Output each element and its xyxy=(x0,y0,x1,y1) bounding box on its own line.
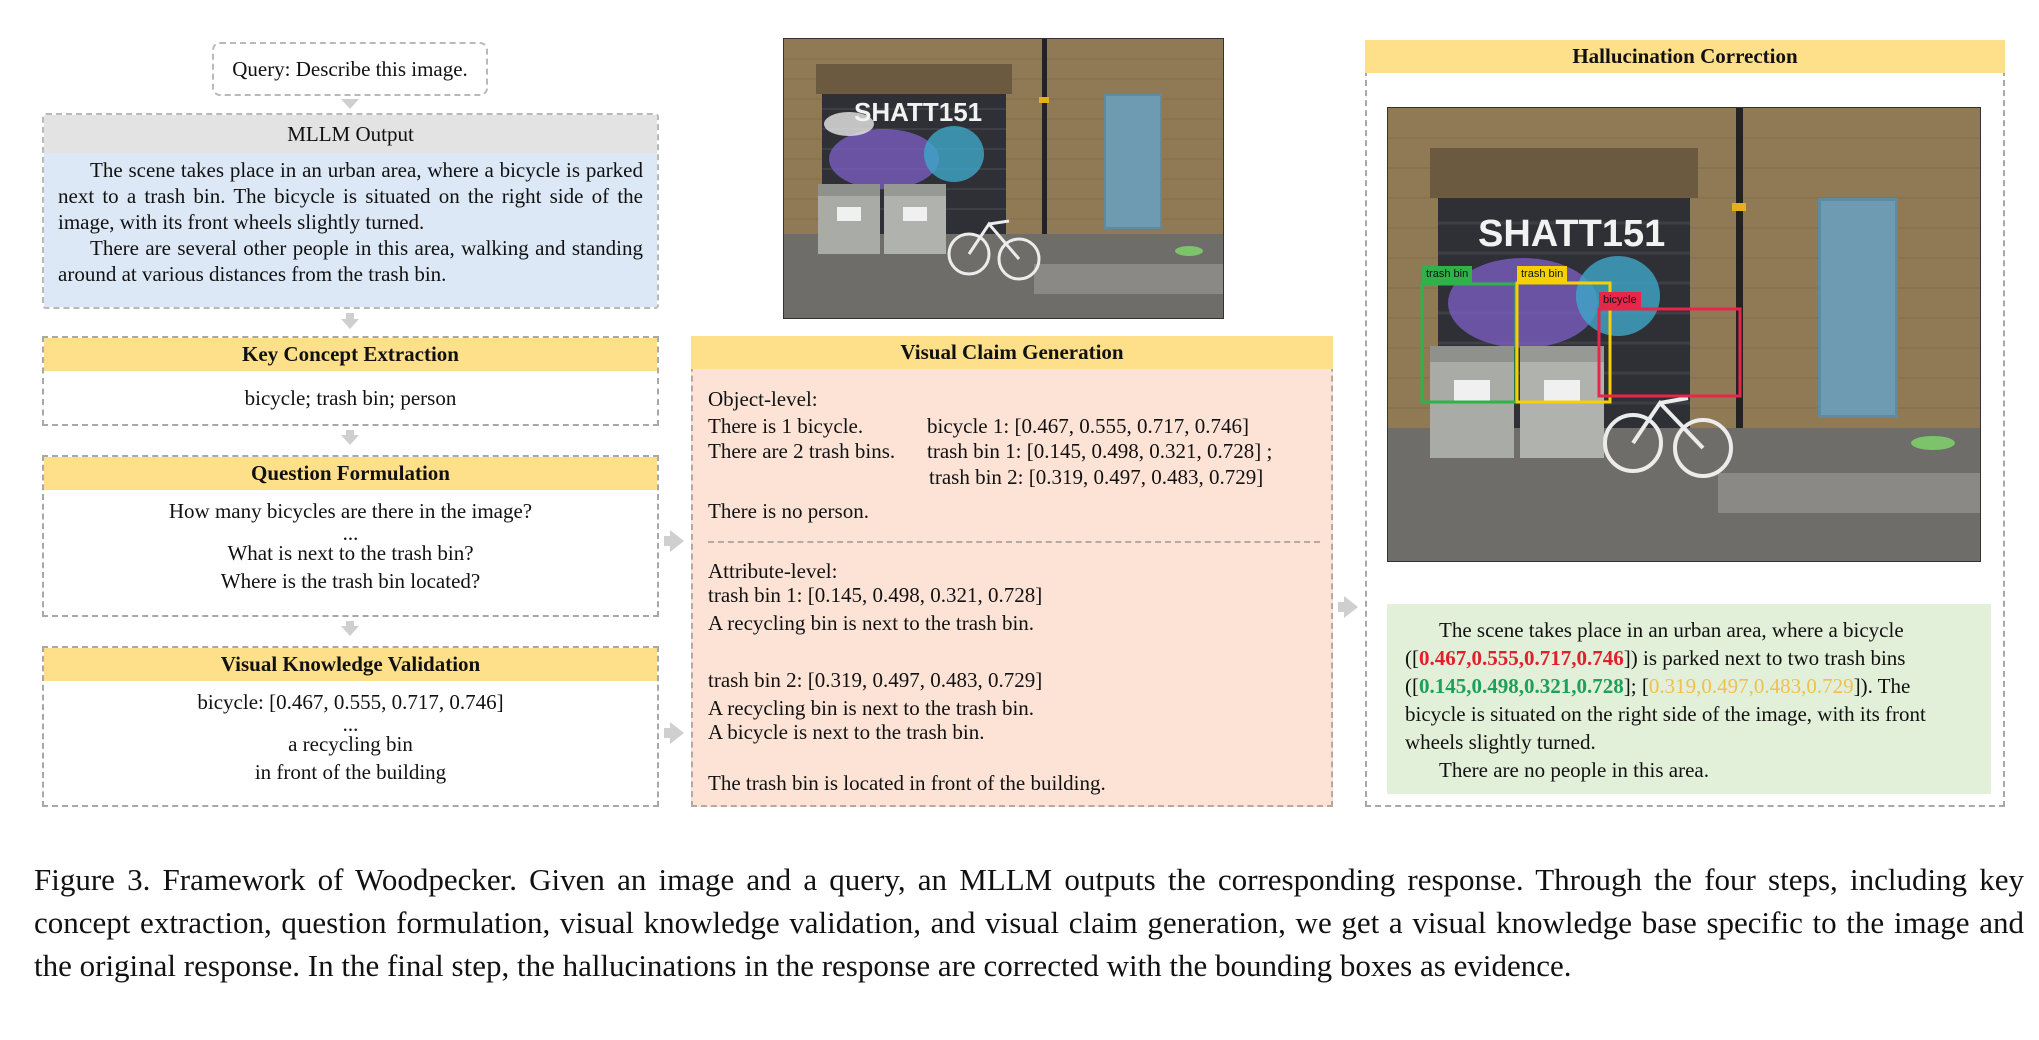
visual-claim-header: Visual Claim Generation xyxy=(691,336,1333,369)
visual-claim-box: Visual Claim Generation Object-level: Th… xyxy=(691,336,1333,807)
corrected-line-5: wheels slightly turned. xyxy=(1405,730,1596,754)
attribute-box-1: trash bin 1: [0.145, 0.498, 0.321, 0.728… xyxy=(708,583,1043,607)
arrow-down-icon xyxy=(341,313,359,329)
mllm-output-title: MLLM Output xyxy=(287,122,414,146)
object-claim-1: There is 1 bicycle. xyxy=(708,414,864,438)
box-label-trash-bin-1: trash bin xyxy=(1422,266,1473,283)
hallucination-correction-box: Hallucination Correction SHATT151 xyxy=(1365,40,2005,807)
arrow-right-icon xyxy=(664,722,684,744)
mllm-paragraph-1: The scene takes place in an urban area, … xyxy=(58,158,643,234)
mllm-paragraph-2: There are several other people in this a… xyxy=(58,236,643,286)
question-ellipsis: ... xyxy=(342,521,359,545)
corrected-street-photo: SHATT151 trash bin trash bin bicycle xyxy=(1387,107,1981,562)
trash-bin-2-coords: 0.319,0.497,0.483,0.729 xyxy=(1648,674,1854,698)
corrected-photo-illustration: SHATT151 xyxy=(1388,108,1980,561)
validation-line-4: in front of the building xyxy=(254,760,447,784)
figure-caption: Figure 3. Framework of Woodpecker. Given… xyxy=(34,862,2024,983)
svg-text:SHATT151: SHATT151 xyxy=(854,97,982,127)
question-line-4: Where is the trash bin located? xyxy=(220,569,481,593)
key-concept-box: Key Concept Extraction bicycle; trash bi… xyxy=(42,336,659,426)
bicycle-box-coords: 0.467,0.555,0.717,0.746 xyxy=(1419,646,1624,670)
attribute-claim-3: A bicycle is next to the trash bin. xyxy=(708,720,985,744)
claim-divider xyxy=(708,541,1320,543)
svg-text:SHATT151: SHATT151 xyxy=(1478,213,1665,255)
box-label-trash-bin-2: trash bin xyxy=(1517,266,1568,283)
visual-validation-header: Visual Knowledge Validation xyxy=(44,648,657,681)
arrow-down-icon xyxy=(341,99,359,109)
object-claim-2: There are 2 trash bins. xyxy=(708,439,896,463)
input-street-photo: SHATT151 xyxy=(783,38,1224,319)
validation-line-3: a recycling bin xyxy=(288,732,413,756)
attribute-claim-1: A recycling bin is next to the trash bin… xyxy=(708,611,1035,635)
question-line-3: What is next to the trash bin? xyxy=(227,541,474,565)
question-formulation-box: Question Formulation How many bicycles a… xyxy=(42,455,659,617)
box-label-bicycle: bicycle xyxy=(1599,292,1641,309)
object-box-2: trash bin 1: [0.145, 0.498, 0.321, 0.728… xyxy=(927,439,1273,463)
object-level-label: Object-level: xyxy=(708,387,818,411)
corrected-line-3: ([0.145,0.498,0.321,0.728]; [0.319,0.497… xyxy=(1405,674,1911,698)
arrow-right-icon xyxy=(1338,596,1358,618)
mllm-output-box: MLLM Output The scene takes place in an … xyxy=(42,113,659,309)
arrow-right-icon xyxy=(664,530,684,552)
attribute-claim-4: The trash bin is located in front of the… xyxy=(708,771,1106,795)
arrow-down-icon xyxy=(341,430,359,445)
mllm-output-body: The scene takes place in an urban area, … xyxy=(44,153,657,307)
key-concept-text: bicycle; trash bin; person xyxy=(244,386,457,410)
object-box-3: trash bin 2: [0.319, 0.497, 0.483, 0.729… xyxy=(929,465,1264,489)
query-box: Query: Describe this image. xyxy=(212,42,488,96)
arrow-down-icon xyxy=(341,621,359,636)
object-claim-4: There is no person. xyxy=(708,499,869,523)
object-box-1: bicycle 1: [0.467, 0.555, 0.717, 0.746] xyxy=(927,414,1249,438)
trash-bin-1-coords: 0.145,0.498,0.321,0.728 xyxy=(1419,674,1624,698)
corrected-line-2: ([0.467,0.555,0.717,0.746]) is parked ne… xyxy=(1405,646,1906,670)
query-text: Query: Describe this image. xyxy=(232,57,468,81)
mllm-output-header: MLLM Output xyxy=(44,115,657,153)
visual-validation-box: Visual Knowledge Validation bicycle: [0.… xyxy=(42,646,659,807)
key-concept-header: Key Concept Extraction xyxy=(44,338,657,371)
corrected-line-1: The scene takes place in an urban area, … xyxy=(1439,618,1904,642)
street-photo-illustration: SHATT151 xyxy=(784,39,1223,318)
hallucination-correction-header: Hallucination Correction xyxy=(1365,40,2005,73)
question-line-1: How many bicycles are there in the image… xyxy=(168,499,533,523)
corrected-response: The scene takes place in an urban area, … xyxy=(1387,604,1991,794)
attribute-claim-2: A recycling bin is next to the trash bin… xyxy=(708,696,1035,720)
validation-ellipsis: ... xyxy=(342,712,359,736)
corrected-line-4: bicycle is situated on the right side of… xyxy=(1405,702,1926,726)
question-formulation-header: Question Formulation xyxy=(44,457,657,490)
attribute-level-label: Attribute-level: xyxy=(708,559,838,583)
attribute-box-2: trash bin 2: [0.319, 0.497, 0.483, 0.729… xyxy=(708,668,1043,692)
corrected-line-6: There are no people in this area. xyxy=(1439,758,1709,782)
validation-line-1: bicycle: [0.467, 0.555, 0.717, 0.746] xyxy=(197,690,504,714)
